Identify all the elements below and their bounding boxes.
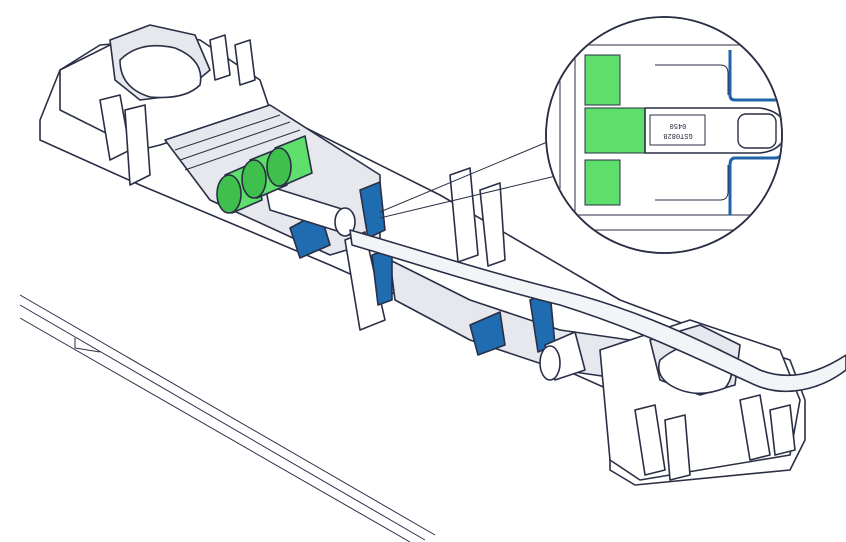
label-line-2: 0450 xyxy=(670,121,687,129)
blue-brackets xyxy=(289,181,556,356)
label-line-1: GST0828 xyxy=(663,131,692,139)
floor-lines xyxy=(19,294,436,542)
fiber-connector-assembly xyxy=(216,135,586,381)
connector-label: GST0828 0450 xyxy=(663,121,692,139)
callout-magnifier xyxy=(545,16,783,254)
callout-leader-lines xyxy=(379,139,561,219)
